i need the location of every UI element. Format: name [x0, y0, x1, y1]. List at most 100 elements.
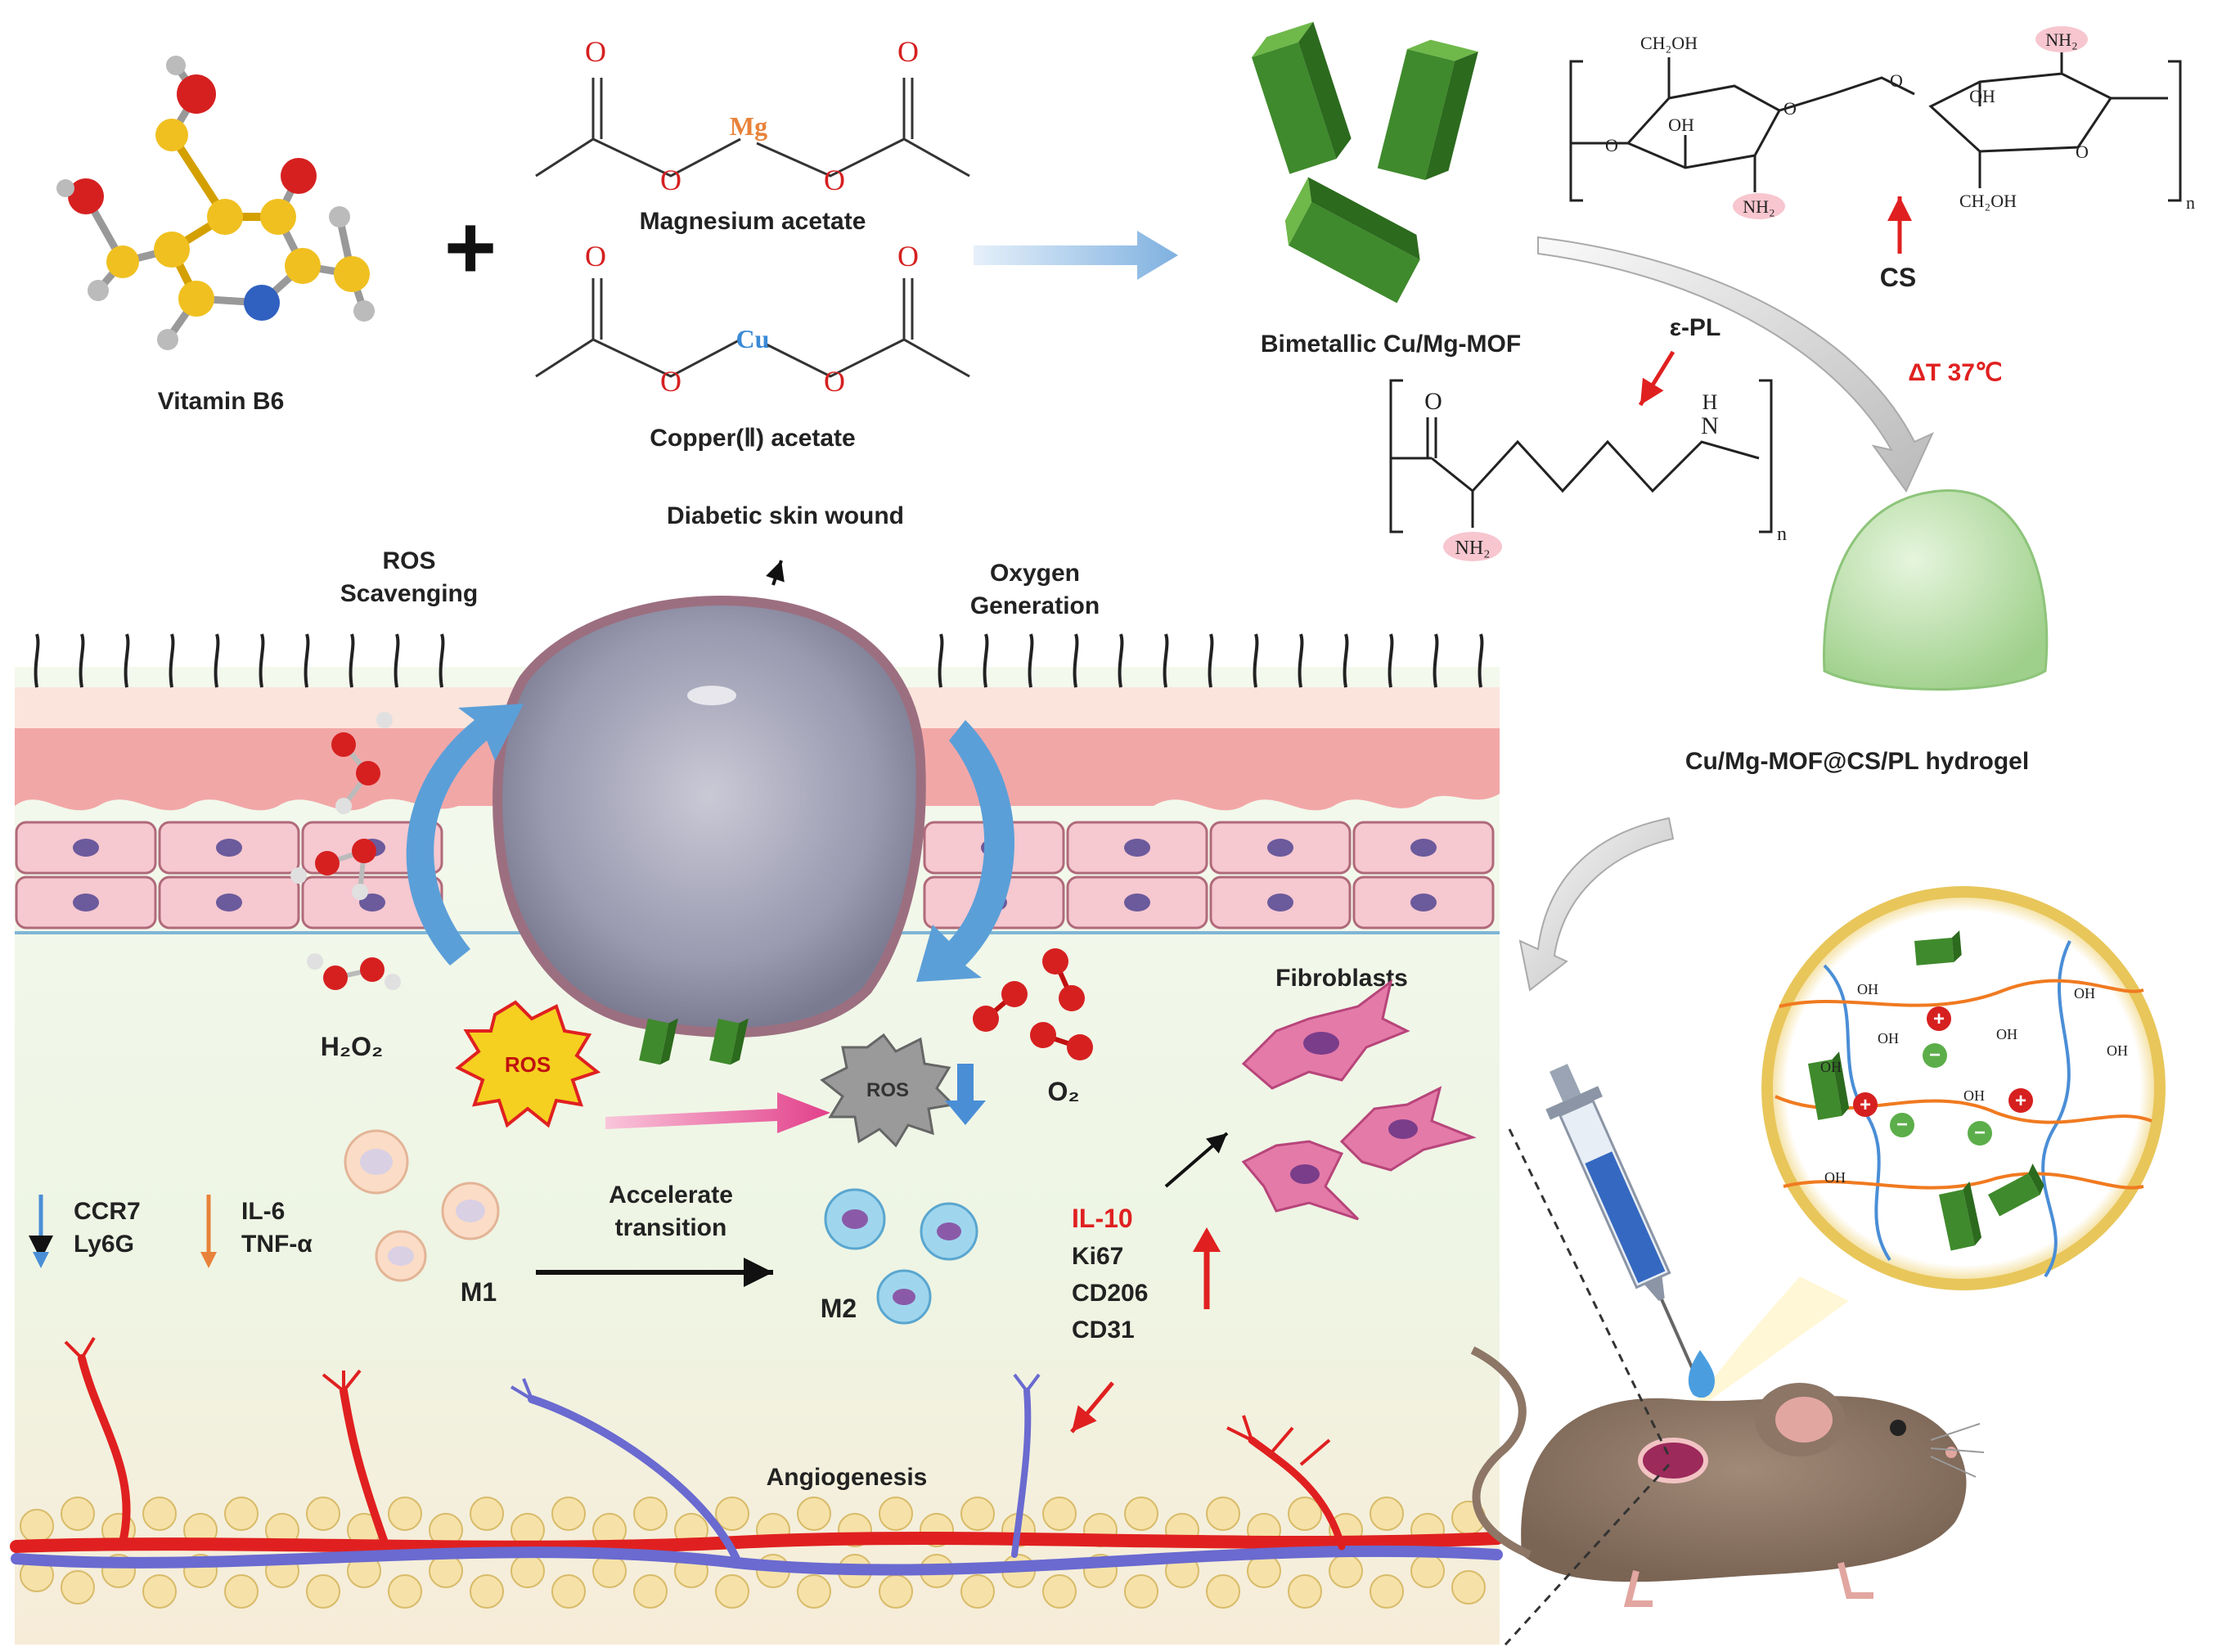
charge-symbols: + + + − − −	[1853, 1006, 2033, 1146]
svg-text:OH: OH	[1820, 1059, 1842, 1075]
il10-label: IL-10	[1072, 1204, 1133, 1233]
ros-burst-label: ROS	[505, 1052, 551, 1077]
fibroblast-arrow	[1164, 1132, 1229, 1188]
m1-label: M1	[461, 1277, 497, 1307]
ros-scavenging-label-1: ROS	[382, 547, 435, 574]
epl-amide-n: N	[1701, 412, 1719, 439]
angiogenesis-arrow	[1070, 1381, 1114, 1434]
mg-carbonyl-o-right: O	[897, 35, 919, 68]
ros-scavenging-label-2: Scavenging	[340, 580, 478, 607]
temperature-label: ΔT 37℃	[1908, 359, 2002, 386]
mg-atom-label: Mg	[730, 111, 767, 141]
cs-glycosidic-o: O	[1890, 70, 1903, 91]
svg-text:OH: OH	[2107, 1042, 2128, 1059]
syringe	[1545, 1064, 1700, 1383]
m1-nuclei	[360, 1149, 485, 1266]
ly6g-label: Ly6G	[74, 1231, 134, 1258]
cd206-label: CD206	[1072, 1280, 1148, 1307]
svg-text:OH: OH	[2074, 985, 2095, 1002]
diabetic-wound	[493, 596, 926, 1038]
cs-nh2-2: NH₂	[2045, 29, 2077, 50]
vessel-branches	[64, 1336, 1331, 1466]
mof-crystals	[1252, 21, 1478, 304]
cu-ester-o-left: O	[660, 365, 681, 398]
svg-text:OH: OH	[1996, 1026, 2017, 1042]
mouse-wound	[1638, 1438, 1708, 1483]
m2-nuclei	[842, 1209, 961, 1305]
magnesium-acetate-structure	[535, 78, 970, 178]
il6-label: IL-6	[241, 1198, 285, 1225]
injection-arrow	[1518, 817, 1675, 992]
ccr7-label: CCR7	[74, 1198, 141, 1225]
fibroblast-nuclei	[1290, 1032, 1418, 1184]
cs-ch2oh-1: CH₂OH	[1640, 33, 1698, 53]
svg-text:OH: OH	[1824, 1169, 1846, 1186]
dashed-line-top	[1508, 1128, 1671, 1457]
mg-ester-o-right: O	[824, 164, 845, 196]
h2o2-molecules	[290, 712, 401, 990]
oxygen-generation-label-2: Generation	[970, 592, 1100, 619]
upregulate-arrowhead	[1193, 1227, 1221, 1252]
ros-down-arrow	[945, 1064, 986, 1125]
svg-text:−: −	[1929, 1044, 1941, 1066]
hydrogel-drop	[1823, 489, 2049, 691]
hydrogel-droplet	[1688, 1350, 1715, 1398]
ros-reduced-label: ROS	[866, 1079, 909, 1101]
ccr7-arrowhead	[33, 1252, 49, 1268]
oxygen-generation-label-1: Oxygen	[990, 560, 1080, 587]
h2o2-label: H₂O₂	[321, 1032, 383, 1061]
svg-text:−: −	[1896, 1114, 1908, 1136]
svg-text:+: +	[2015, 1090, 2026, 1112]
il6-arrowhead	[200, 1252, 217, 1268]
svg-text:OH: OH	[1878, 1030, 1899, 1047]
svg-text:−: −	[1974, 1122, 1986, 1144]
mouse	[1470, 1346, 1985, 1607]
gelation-arrow	[1537, 236, 1935, 493]
synthesis-arrow	[974, 231, 1178, 280]
mof-particles	[639, 1018, 749, 1065]
mg-ester-o-left: O	[660, 164, 681, 196]
epl-label: ε-PL	[1670, 314, 1721, 341]
cd31-label: CD31	[1072, 1317, 1135, 1344]
svg-text:OH: OH	[1963, 1087, 1985, 1104]
epl-n-subscript: n	[1777, 524, 1787, 545]
ros-scavenging-arrow	[406, 704, 524, 966]
hydrogel-label: Cu/Mg-MOF@CS/PL hydrogel	[1685, 748, 2029, 775]
epl-structure	[1389, 379, 1773, 533]
angiogenesis-label: Angiogenesis	[767, 1464, 928, 1491]
hairs	[34, 633, 1484, 688]
cs-nh2-1: NH₂	[1743, 196, 1774, 217]
accelerate-label-2: transition	[615, 1214, 727, 1241]
magnesium-acetate-label: Magnesium acetate	[640, 208, 866, 235]
zoom-mof-crystals	[1808, 930, 2044, 1251]
treatment-arrow	[605, 1092, 830, 1133]
epl-carbonyl-o: O	[1424, 388, 1442, 415]
svg-text:OH: OH	[1857, 981, 1878, 997]
o2-molecules	[973, 948, 1093, 1060]
o2-label: O₂	[1047, 1077, 1079, 1106]
epl-arrow	[1638, 350, 1675, 407]
cs-ring-o-2: O	[2076, 142, 2089, 162]
cu-carbonyl-o-right: O	[897, 240, 919, 272]
vessels	[10, 1354, 1504, 1576]
cu-carbonyl-o-left: O	[585, 240, 606, 272]
cs-label: CS	[1880, 263, 1916, 292]
svg-text:+: +	[1933, 1008, 1945, 1030]
svg-text:+: +	[1860, 1094, 1871, 1116]
diabetic-wound-label: Diabetic skin wound	[667, 502, 904, 529]
mg-carbonyl-o-left: O	[585, 35, 606, 68]
cu-ester-o-right: O	[824, 365, 845, 398]
oxygen-generation-arrow	[916, 720, 1014, 982]
cs-ring-o-1: O	[1783, 98, 1797, 119]
wound-pointer-arrow	[766, 560, 785, 586]
hydrogel-zoom-circle	[1761, 886, 2166, 1290]
m2-macrophages	[824, 1188, 978, 1325]
mof-label: Bimetallic Cu/Mg-MOF	[1261, 331, 1521, 358]
chitosan-structure	[1569, 49, 2182, 202]
epl-nh2: NH₂	[1455, 538, 1490, 559]
ros-burst	[455, 1000, 601, 1128]
wound-highlight	[687, 686, 736, 705]
m2-label: M2	[821, 1294, 857, 1323]
ros-reduced-burst	[820, 1033, 956, 1148]
